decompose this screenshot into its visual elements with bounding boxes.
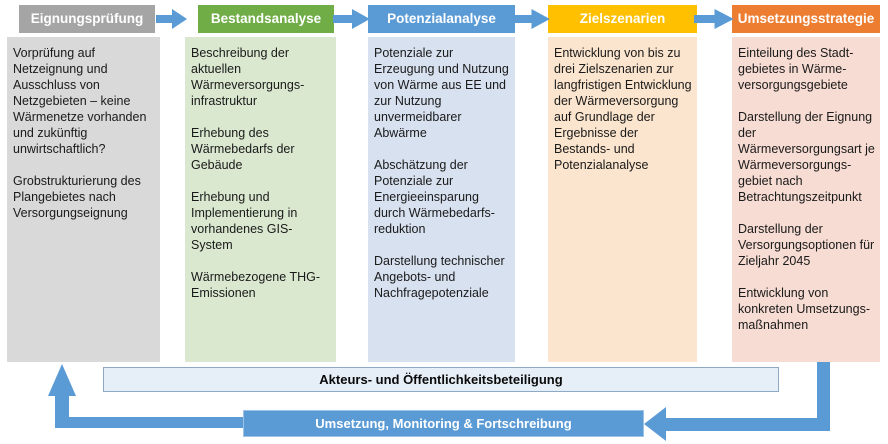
body-paragraph: Erhebung des Wärmebedarfs der Gebäude [191, 126, 295, 172]
arrow-shape [156, 9, 188, 29]
column-header-eignungspruefung: Eignungsprüfung [19, 5, 155, 33]
column-umsetzungsstrategie: Umsetzungsstrategie Einteilung des Stadt… [732, 5, 880, 362]
body-paragraph: Beschreibung der aktuellen Wärmeversorgu… [191, 46, 305, 108]
participation-banner: Akteurs- und Öffentlichkeitsbeteiligung [103, 367, 779, 392]
flow-arrow-icon [333, 9, 370, 29]
body-paragraph: Einteilung des Stadt-gebietes in Wärme-v… [738, 46, 854, 92]
column-header-potenzialanalyse: Potenzialanalyse [368, 5, 515, 33]
body-paragraph: Darstellung der Eignung der Wärmeversorg… [738, 110, 875, 204]
column-body-zielszenarien: Entwicklung von bis zu drei Zielszenarie… [548, 37, 697, 362]
column-body-umsetzungsstrategie: Einteilung des Stadt-gebietes in Wärme-v… [732, 37, 880, 362]
column-potenzialanalyse: Potenzialanalyse Potenziale zur Erzeugun… [368, 5, 515, 362]
body-paragraph: Wärmebezogene THG-Emissionen [191, 270, 320, 300]
column-header-umsetzungsstrategie: Umsetzungsstrategie [732, 5, 880, 33]
column-bestandsanalyse: Bestandsanalyse Beschreibung der aktuell… [185, 5, 336, 362]
arrow-shape [512, 9, 550, 29]
column-body-potenzialanalyse: Potenziale zur Erzeugung und Nutzung von… [368, 37, 515, 362]
flow-arrow-icon [694, 9, 734, 29]
arrow-shape [333, 9, 370, 29]
body-paragraph: Entwicklung von bis zu drei Zielszenarie… [554, 46, 692, 172]
body-paragraph: Grobstrukturierung des Plangebietes nach… [13, 174, 141, 220]
flow-arrow-icon [512, 9, 550, 29]
column-header-zielszenarien: Zielszenarien [548, 5, 697, 33]
monitoring-banner: Umsetzung, Monitoring & Fortschreibung [243, 410, 644, 437]
body-paragraph: Vorprüfung auf Netzeignung und Ausschlus… [13, 46, 147, 156]
column-zielszenarien: Zielszenarien Entwicklung von bis zu dre… [548, 5, 697, 362]
body-paragraph: Potenziale zur Erzeugung und Nutzung von… [374, 46, 509, 140]
body-paragraph: Abschätzung der Potenziale zur Energieei… [374, 158, 495, 236]
arrow-shape [694, 9, 734, 29]
column-body-eignungspruefung: Vorprüfung auf Netzeignung und Ausschlus… [7, 37, 160, 362]
body-paragraph: Darstellung der Versorgungsoptionen für … [738, 222, 875, 268]
body-paragraph: Darstellung technischer Angebots- und Na… [374, 254, 505, 300]
body-paragraph: Entwicklung von konkreten Umsetzungs-maß… [738, 286, 871, 332]
body-paragraph: Erhebung und Implementierung in vorhande… [191, 190, 298, 252]
flow-arrow-icon [156, 9, 188, 29]
column-body-bestandsanalyse: Beschreibung der aktuellen Wärmeversorgu… [185, 37, 336, 362]
column-header-bestandsanalyse: Bestandsanalyse [198, 5, 334, 33]
column-eignungspruefung: Eignungsprüfung Vorprüfung auf Netzeignu… [7, 5, 160, 362]
